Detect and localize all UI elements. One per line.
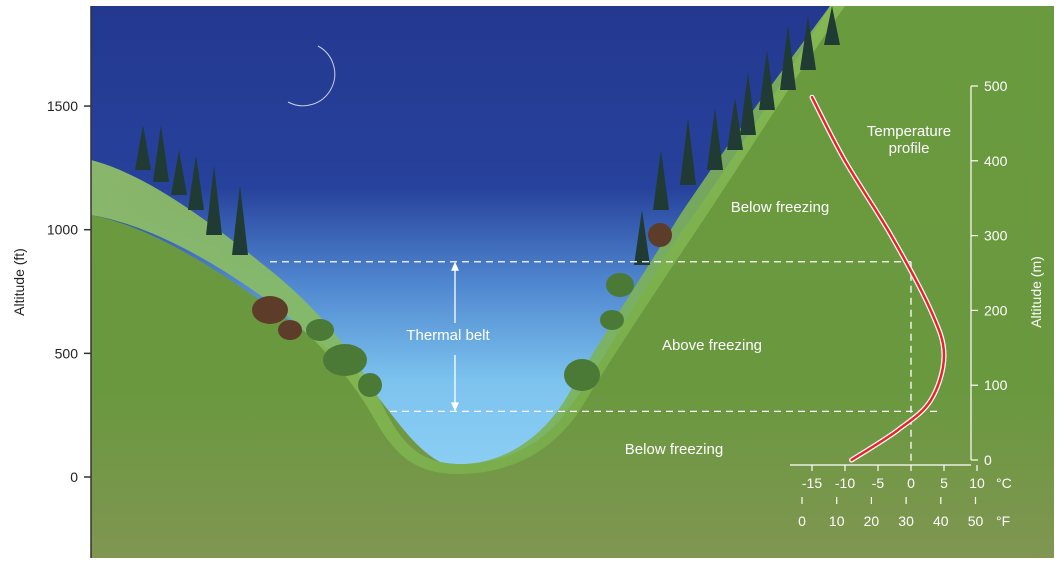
celsius-tick-label: 10 <box>969 475 985 491</box>
below-freezing-top-label: Below freezing <box>731 199 829 216</box>
valley-hillside <box>91 6 1054 558</box>
left-axis-title: Altitude (ft) <box>11 248 27 316</box>
left-axis-tick-label: 1000 <box>47 222 78 238</box>
celsius-tick-label: -15 <box>802 475 822 491</box>
arrow-down-icon <box>451 402 459 412</box>
fahrenheit-tick-label: 0 <box>798 513 806 529</box>
temperature-profile-label-line1: Temperature <box>867 123 951 140</box>
fahrenheit-tick-label: 30 <box>898 513 914 529</box>
celsius-tick-label: 0 <box>907 475 915 491</box>
right-axis-tick-label: 0 <box>984 452 992 468</box>
right-axis-tick-label: 100 <box>984 377 1008 393</box>
left-altitude-axis: 0 500 1000 1500 <box>47 6 92 558</box>
temperature-profile-curve <box>809 94 947 463</box>
left-axis-tick-label: 1500 <box>47 98 78 114</box>
right-slope-bushes <box>564 273 634 391</box>
right-axis-tick-label: 200 <box>984 302 1008 318</box>
crescent-moon-icon <box>287 45 336 107</box>
celsius-tick-label: -10 <box>835 475 855 491</box>
below-freezing-bottom-label: Below freezing <box>625 441 723 458</box>
fahrenheit-tick-label: 20 <box>864 513 880 529</box>
left-axis-tick-label: 0 <box>70 469 78 485</box>
right-axis-tick-label: 400 <box>984 153 1008 169</box>
fahrenheit-tick-label: 10 <box>829 513 845 529</box>
fahrenheit-tick-label: 40 <box>933 513 949 529</box>
right-axis-title: Altitude (m) <box>1028 256 1044 328</box>
left-axis-tick-label: 500 <box>55 345 79 361</box>
right-slope-trees <box>634 6 840 265</box>
above-freezing-label: Above freezing <box>662 337 762 354</box>
temperature-axis: -15 -10 -5 0 5 10 °C 0 10 20 30 40 50 °F <box>790 464 1012 529</box>
celsius-tick-label: -5 <box>872 475 885 491</box>
fahrenheit-tick-label: 50 <box>968 513 984 529</box>
right-slope-shrubs <box>648 223 672 247</box>
thermal-belt-label: Thermal belt <box>406 327 490 344</box>
temperature-profile-line <box>810 95 946 462</box>
thermal-belt-boundaries <box>270 261 940 465</box>
right-axis-tick-label: 300 <box>984 228 1008 244</box>
right-axis-tick-label: 500 <box>984 78 1008 94</box>
left-slope-bushes <box>306 319 382 397</box>
celsius-tick-label: 5 <box>940 475 948 491</box>
fahrenheit-unit-label: °F <box>996 513 1010 529</box>
left-slope-shrubs <box>252 296 302 340</box>
temperature-profile-label-line2: profile <box>889 140 930 157</box>
celsius-unit-label: °C <box>996 475 1012 491</box>
arrow-up-icon <box>451 261 459 271</box>
left-slope-trees <box>135 125 248 255</box>
right-altitude-axis: 0 100 200 300 400 500 <box>970 78 1008 468</box>
